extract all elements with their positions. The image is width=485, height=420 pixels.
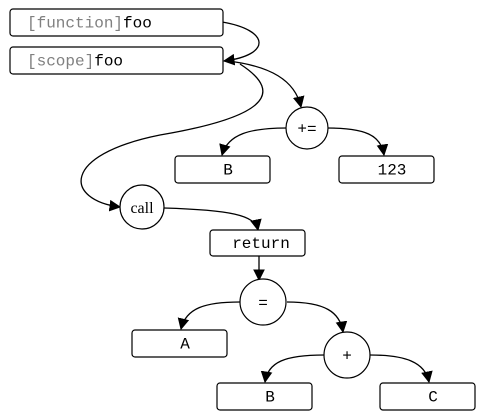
node-plus-assign: += bbox=[285, 106, 329, 150]
plus-label: + bbox=[342, 348, 352, 366]
b-left-label: B bbox=[223, 162, 233, 180]
c-label: C bbox=[428, 389, 438, 407]
node-scope-foo: [scope]foo bbox=[9, 46, 224, 75]
edge-plus-to-c bbox=[369, 354, 433, 384]
edge-plus-assign-to-b bbox=[219, 127, 288, 157]
a-label: A bbox=[180, 336, 190, 354]
scope-name: foo bbox=[94, 53, 123, 71]
node-b-bottom: B bbox=[216, 382, 313, 411]
edge-plus-to-b bbox=[260, 354, 325, 384]
assign-label: = bbox=[258, 295, 268, 313]
node-123: 123 bbox=[338, 155, 435, 184]
edge-scope-to-plus-assign bbox=[227, 60, 305, 109]
node-a: A bbox=[131, 329, 228, 358]
return-label: return bbox=[232, 235, 290, 253]
node-return: return bbox=[209, 229, 306, 257]
edge-function-to-scope bbox=[221, 21, 260, 66]
svg-text:[scope]foo: [scope]foo bbox=[27, 53, 123, 71]
scope-tag: [scope] bbox=[27, 53, 94, 71]
number-123-label: 123 bbox=[378, 162, 407, 180]
edge-scope-to-call bbox=[80, 63, 264, 212]
b-bottom-label: B bbox=[265, 389, 275, 407]
edge-call-to-return bbox=[163, 207, 262, 232]
node-c: C bbox=[379, 382, 476, 411]
node-plus: + bbox=[323, 331, 371, 379]
edge-assign-to-a bbox=[177, 301, 241, 331]
plus-assign-label: += bbox=[297, 121, 316, 139]
function-name: foo bbox=[123, 15, 152, 33]
node-assign: = bbox=[239, 278, 287, 326]
svg-text:[function]foo: [function]foo bbox=[27, 15, 152, 33]
node-call: call bbox=[119, 184, 165, 230]
edge-plus-assign-to-123 bbox=[326, 127, 389, 157]
function-tag: [function] bbox=[27, 15, 123, 33]
node-function-foo: [function]foo bbox=[9, 8, 224, 37]
call-label: call bbox=[130, 200, 154, 217]
node-b-left: B bbox=[174, 155, 271, 184]
edge-assign-to-plus bbox=[286, 301, 348, 334]
